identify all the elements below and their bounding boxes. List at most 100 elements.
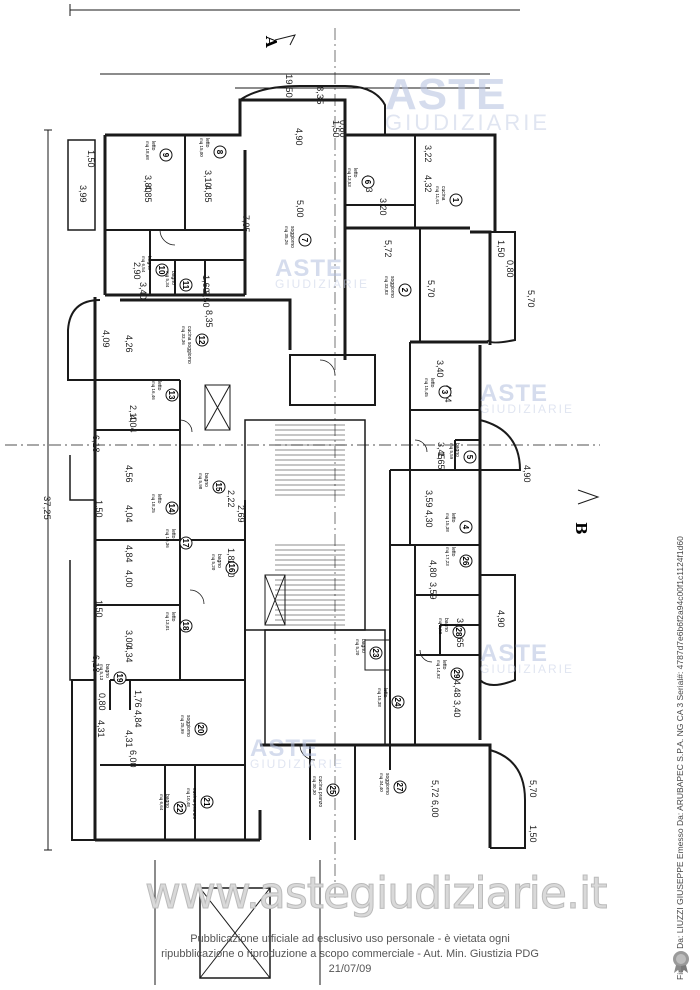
dimension-label: 1,50	[94, 600, 104, 618]
dimension-label: 4,04	[128, 415, 138, 433]
room-label: soggiorno	[185, 715, 191, 737]
dimension-label: 6,18	[91, 435, 101, 453]
room-number: 16	[227, 564, 236, 573]
dimension-label: 4,85	[203, 185, 213, 203]
dimension-label: 3,40	[435, 360, 445, 378]
room-number-circle	[391, 695, 405, 709]
room-number: 12	[197, 336, 206, 345]
room-label: cucina soggiorno	[186, 326, 192, 364]
dimension-label: 5,72	[430, 780, 440, 798]
watermark-site-url: www.astegiudiziarie.it	[144, 868, 607, 920]
seal-icon	[673, 951, 689, 973]
room-number-circle	[449, 193, 463, 207]
room-label: bagno	[454, 443, 460, 457]
dimension-label: 5,70	[526, 290, 536, 308]
room-number-circle	[155, 263, 169, 277]
room-area: mq 25,99	[180, 715, 185, 734]
dimension-label: 2,69	[236, 505, 246, 523]
room-label: letto	[204, 138, 210, 148]
dimension-label: 1,50	[94, 500, 104, 518]
dimension-label: 2,22	[226, 490, 236, 508]
room-number-circle	[179, 536, 193, 550]
dim-top-width: 19,50	[283, 74, 294, 98]
room-number-circle	[452, 625, 466, 639]
room-number: 21	[202, 798, 211, 807]
room-area: mq 5,20	[355, 639, 360, 656]
dimension-label: 4,26	[124, 335, 134, 353]
dimension-label: 3,59	[424, 490, 434, 508]
room-area: mq 13,01	[165, 612, 170, 631]
dimension-label: 4,04	[124, 505, 134, 523]
room-label: bagno	[164, 794, 170, 808]
room-area: mq 15,45	[424, 378, 429, 397]
room-number: 10	[157, 266, 166, 275]
dimension-label: 6,18	[91, 655, 101, 673]
room-number: 3	[440, 390, 449, 395]
room-area: mq 15,38	[377, 688, 382, 707]
dimension-label: 3,40	[138, 282, 148, 300]
dimension-label: 3,10	[203, 170, 213, 188]
room-area: mq 6,54	[141, 256, 146, 273]
room-number: 27	[395, 783, 404, 792]
room-area: mq 15,38	[445, 513, 450, 532]
room-label: letto	[156, 494, 162, 504]
room-area: mq 30,30	[312, 776, 317, 795]
room-area: mq 6,64	[159, 794, 164, 811]
dimension-label: 4,84	[133, 710, 143, 728]
room-number: 13	[167, 391, 176, 400]
dimension-label: 1,50	[496, 240, 506, 258]
dimension-label: 4,56	[124, 465, 134, 483]
dimension-label: 1,86	[226, 548, 236, 566]
room-number: 8	[215, 150, 224, 155]
room-label: letto	[170, 612, 176, 622]
room-area: mq 15,00	[199, 138, 204, 157]
room-number-circle	[195, 333, 209, 347]
room-number: 2	[400, 288, 409, 293]
dimension-label: 3,40	[452, 700, 462, 718]
dimension-label: 5,70	[426, 280, 436, 298]
dimension-label: 4,90	[294, 128, 304, 146]
room-number: 7	[300, 238, 309, 243]
publication-notice: Pubblicazione ufficiale ad esclusivo uso…	[140, 932, 560, 977]
dimension-label: 3,45	[436, 442, 446, 460]
room-area: mq 18,25	[151, 494, 156, 513]
room-number: 14	[167, 504, 176, 513]
dimension-label: 4,09	[101, 330, 111, 348]
room-number-circle	[113, 671, 127, 685]
digital-signature-text: Firmato Da: LIUZZI GIUSEPPE Emesso Da: A…	[675, 536, 685, 980]
dimension-label: 4,84	[124, 545, 134, 563]
room-number: 29	[452, 670, 461, 679]
room-number: 22	[175, 804, 184, 813]
room-number-circle	[179, 278, 193, 292]
room-number: 18	[181, 622, 190, 631]
dimension-label: 1,50	[86, 150, 96, 168]
room-number: 6	[363, 180, 372, 185]
room-number-circle	[194, 722, 208, 736]
dimension-label: 4,48	[452, 680, 462, 698]
section-mark-a: A	[262, 35, 280, 48]
room-label: letto	[450, 513, 456, 523]
dimension-label: 4,32	[423, 175, 433, 193]
dimension-label: 1,50	[528, 825, 538, 843]
room-area: mq 5,20	[211, 554, 216, 571]
room-number-circle	[200, 795, 214, 809]
room-number-circle	[463, 450, 477, 464]
dimension-label: 6,00	[430, 800, 440, 818]
dimension-label: 3,22	[423, 145, 433, 163]
dimension-label: 2,90	[132, 262, 142, 280]
room-area: mq 13,53	[347, 168, 352, 187]
room-area: mq 5,34	[165, 271, 170, 288]
